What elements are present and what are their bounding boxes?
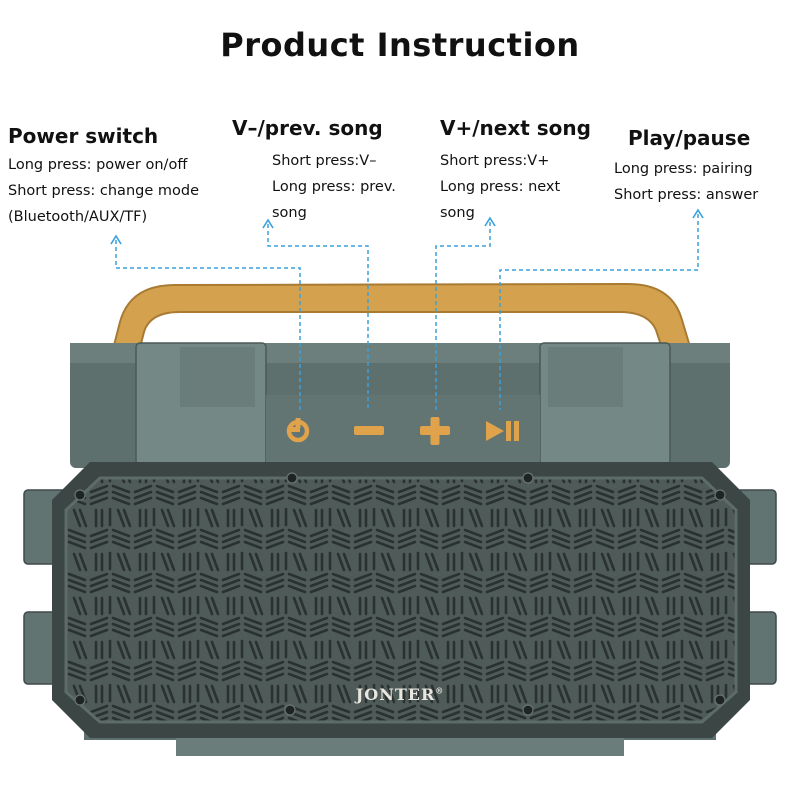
volume-up-callout: V+/next song Short press:V+ Long press: …: [440, 116, 591, 226]
minus-icon: [354, 426, 384, 435]
power-switch-line: Long press: power on/off: [8, 157, 188, 173]
play-pause-line: Long press: pairing: [614, 161, 753, 177]
volume-down-line: Short press:V–: [272, 153, 377, 169]
volume-down-heading: V–/prev. song: [232, 116, 383, 140]
play-pause-callout: Play/pause Long press: pairing Short pre…: [614, 126, 758, 208]
volume-down-button[interactable]: [354, 426, 384, 435]
play-pause-line: Short press: answer: [614, 187, 759, 203]
play-pause-icon: [486, 421, 519, 441]
volume-down-line: song: [272, 205, 307, 221]
leader-arrowheads: [110, 208, 704, 245]
play-pause-heading: Play/pause: [628, 126, 751, 150]
power-switch-callout: Power switch Long press: power on/off Sh…: [8, 124, 199, 230]
volume-down-line: Long press: prev.: [272, 179, 396, 195]
plus-icon: [420, 417, 450, 445]
volume-up-line: song: [440, 205, 475, 221]
power-switch-line: (Bluetooth/AUX/TF): [8, 209, 148, 225]
volume-down-callout: V–/prev. song Short press:V– Long press:…: [232, 116, 396, 226]
volume-down-leader-line: [267, 224, 369, 410]
volume-up-line: Short press:V+: [440, 153, 550, 169]
play-pause-button[interactable]: [486, 421, 519, 441]
power-switch-heading: Power switch: [8, 124, 159, 148]
volume-up-heading: V+/next song: [440, 116, 591, 140]
volume-up-button[interactable]: [420, 417, 450, 445]
power-switch-line: Short press: change mode: [8, 183, 199, 199]
page-title: Product Instruction: [220, 26, 580, 64]
volume-up-line: Long press: next: [440, 179, 561, 195]
leader-lines: [115, 214, 699, 410]
volume-up-leader-line: [435, 222, 491, 410]
front-frame: [52, 462, 750, 738]
speaker-grille: [64, 476, 738, 724]
power-leader-line: [115, 240, 301, 410]
power-button[interactable]: [286, 418, 310, 443]
brand-logo: JONTER®: [355, 685, 445, 704]
speaker-top-deck: [70, 342, 730, 468]
play-pause-leader-line: [499, 214, 699, 410]
power-icon: [290, 427, 300, 432]
screws: [74, 472, 726, 716]
